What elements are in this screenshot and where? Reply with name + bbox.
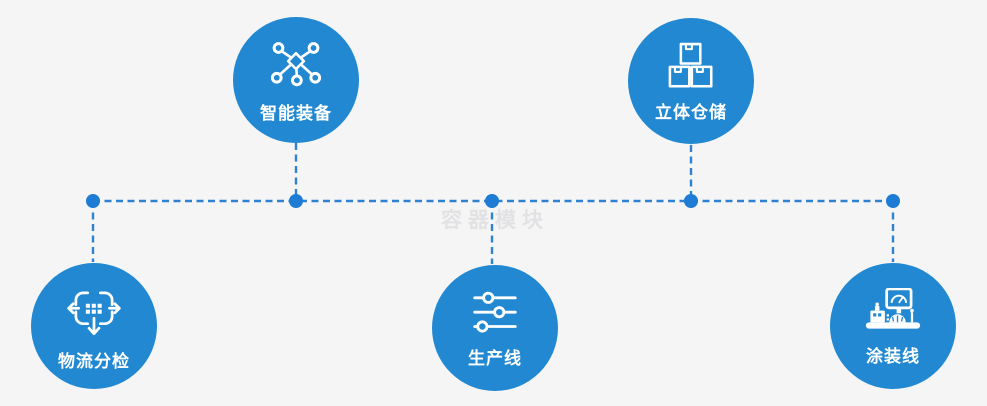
junction-dot (886, 194, 900, 208)
junction-dot (684, 194, 698, 208)
diagram-node-production-line: 生产线 (432, 265, 558, 391)
network-nodes-icon (268, 39, 324, 92)
node-label: 生产线 (468, 349, 522, 368)
junction-dot (86, 194, 100, 208)
junction-dot (289, 194, 303, 208)
node-label: 立体仓储 (655, 103, 727, 122)
node-label: 智能装备 (260, 103, 332, 123)
stacked-boxes-icon (664, 41, 718, 91)
watermark-text: 容器模块 (441, 209, 549, 232)
sliders-icon (468, 289, 522, 337)
diagram-node-logistics-sorting: 物流分检 (31, 263, 157, 389)
node-label: 涂装线 (866, 346, 920, 366)
junction-dot (485, 194, 499, 208)
node-label: 物流分检 (58, 352, 130, 371)
diagram-node-smart-equipment: 智能装备 (233, 17, 359, 143)
diagram-node-warehouse: 立体仓储 (628, 18, 754, 144)
diagram-node-coating-line: 涂装线 (830, 263, 956, 389)
coating-machine-icon (864, 287, 922, 335)
sorting-crosshair-icon (65, 282, 123, 340)
